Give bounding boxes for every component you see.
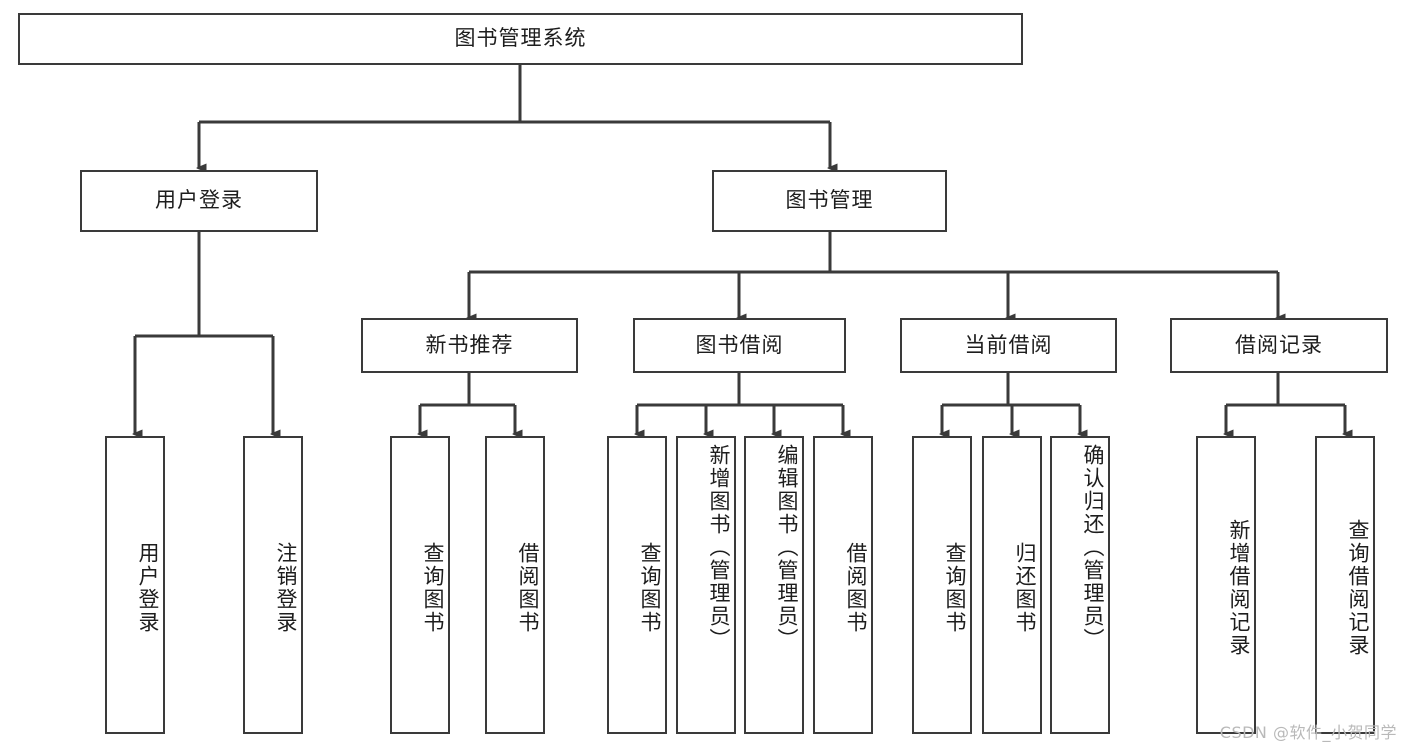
node-leaf-confirm-return-label: 确认归还（管理员） <box>1081 444 1105 651</box>
node-leaf-query-record-label: 查询借阅记录 <box>1346 519 1370 657</box>
node-borrow-record[interactable]: 借阅记录 <box>1170 318 1388 373</box>
node-leaf-query-book-1-label: 查询图书 <box>421 542 445 634</box>
node-leaf-edit-book[interactable]: 编辑图书（管理员） <box>744 436 804 734</box>
node-root-label: 图书管理系统 <box>454 26 587 51</box>
node-leaf-add-record-label: 新增借阅记录 <box>1227 519 1251 657</box>
node-leaf-borrow-book-2[interactable]: 借阅图书 <box>813 436 873 734</box>
node-leaf-query-book-2[interactable]: 查询图书 <box>607 436 667 734</box>
node-leaf-add-record[interactable]: 新增借阅记录 <box>1196 436 1256 734</box>
node-leaf-add-book[interactable]: 新增图书（管理员） <box>676 436 736 734</box>
node-leaf-return-book[interactable]: 归还图书 <box>982 436 1042 734</box>
node-leaf-edit-book-label: 编辑图书（管理员） <box>775 444 799 651</box>
node-borrow-record-label: 借阅记录 <box>1235 332 1323 357</box>
node-leaf-query-book-3-label: 查询图书 <box>943 542 967 634</box>
node-current-borrow-label: 当前借阅 <box>964 332 1053 357</box>
node-leaf-confirm-return[interactable]: 确认归还（管理员） <box>1050 436 1110 734</box>
node-leaf-return-book-label: 归还图书 <box>1013 542 1037 634</box>
node-user-login-label: 用户登录 <box>155 188 243 213</box>
node-leaf-query-book-2-label: 查询图书 <box>638 542 662 634</box>
node-leaf-add-book-label: 新增图书（管理员） <box>707 444 731 651</box>
node-new-book-recommend-label: 新书推荐 <box>425 332 514 357</box>
node-leaf-user-login[interactable]: 用户登录 <box>105 436 165 734</box>
node-leaf-borrow-book-2-label: 借阅图书 <box>844 542 868 634</box>
node-leaf-user-logout[interactable]: 注销登录 <box>243 436 303 734</box>
node-book-borrow-label: 图书借阅 <box>695 332 784 357</box>
node-leaf-borrow-book-1-label: 借阅图书 <box>516 542 540 634</box>
node-book-manage[interactable]: 图书管理 <box>712 170 947 232</box>
node-new-book-recommend[interactable]: 新书推荐 <box>361 318 578 373</box>
node-leaf-query-book-1[interactable]: 查询图书 <box>390 436 450 734</box>
node-book-borrow[interactable]: 图书借阅 <box>633 318 846 373</box>
node-book-manage-label: 图书管理 <box>785 188 874 213</box>
node-leaf-user-logout-label: 注销登录 <box>274 542 298 634</box>
node-current-borrow[interactable]: 当前借阅 <box>900 318 1117 373</box>
node-root[interactable]: 图书管理系统 <box>18 13 1023 65</box>
node-leaf-borrow-book-1[interactable]: 借阅图书 <box>485 436 545 734</box>
node-leaf-query-book-3[interactable]: 查询图书 <box>912 436 972 734</box>
node-user-login[interactable]: 用户登录 <box>80 170 318 232</box>
node-leaf-query-record[interactable]: 查询借阅记录 <box>1315 436 1375 734</box>
node-leaf-user-login-label: 用户登录 <box>136 542 160 634</box>
csdn-watermark: CSDN @软件_小贺同学 <box>1219 723 1397 742</box>
